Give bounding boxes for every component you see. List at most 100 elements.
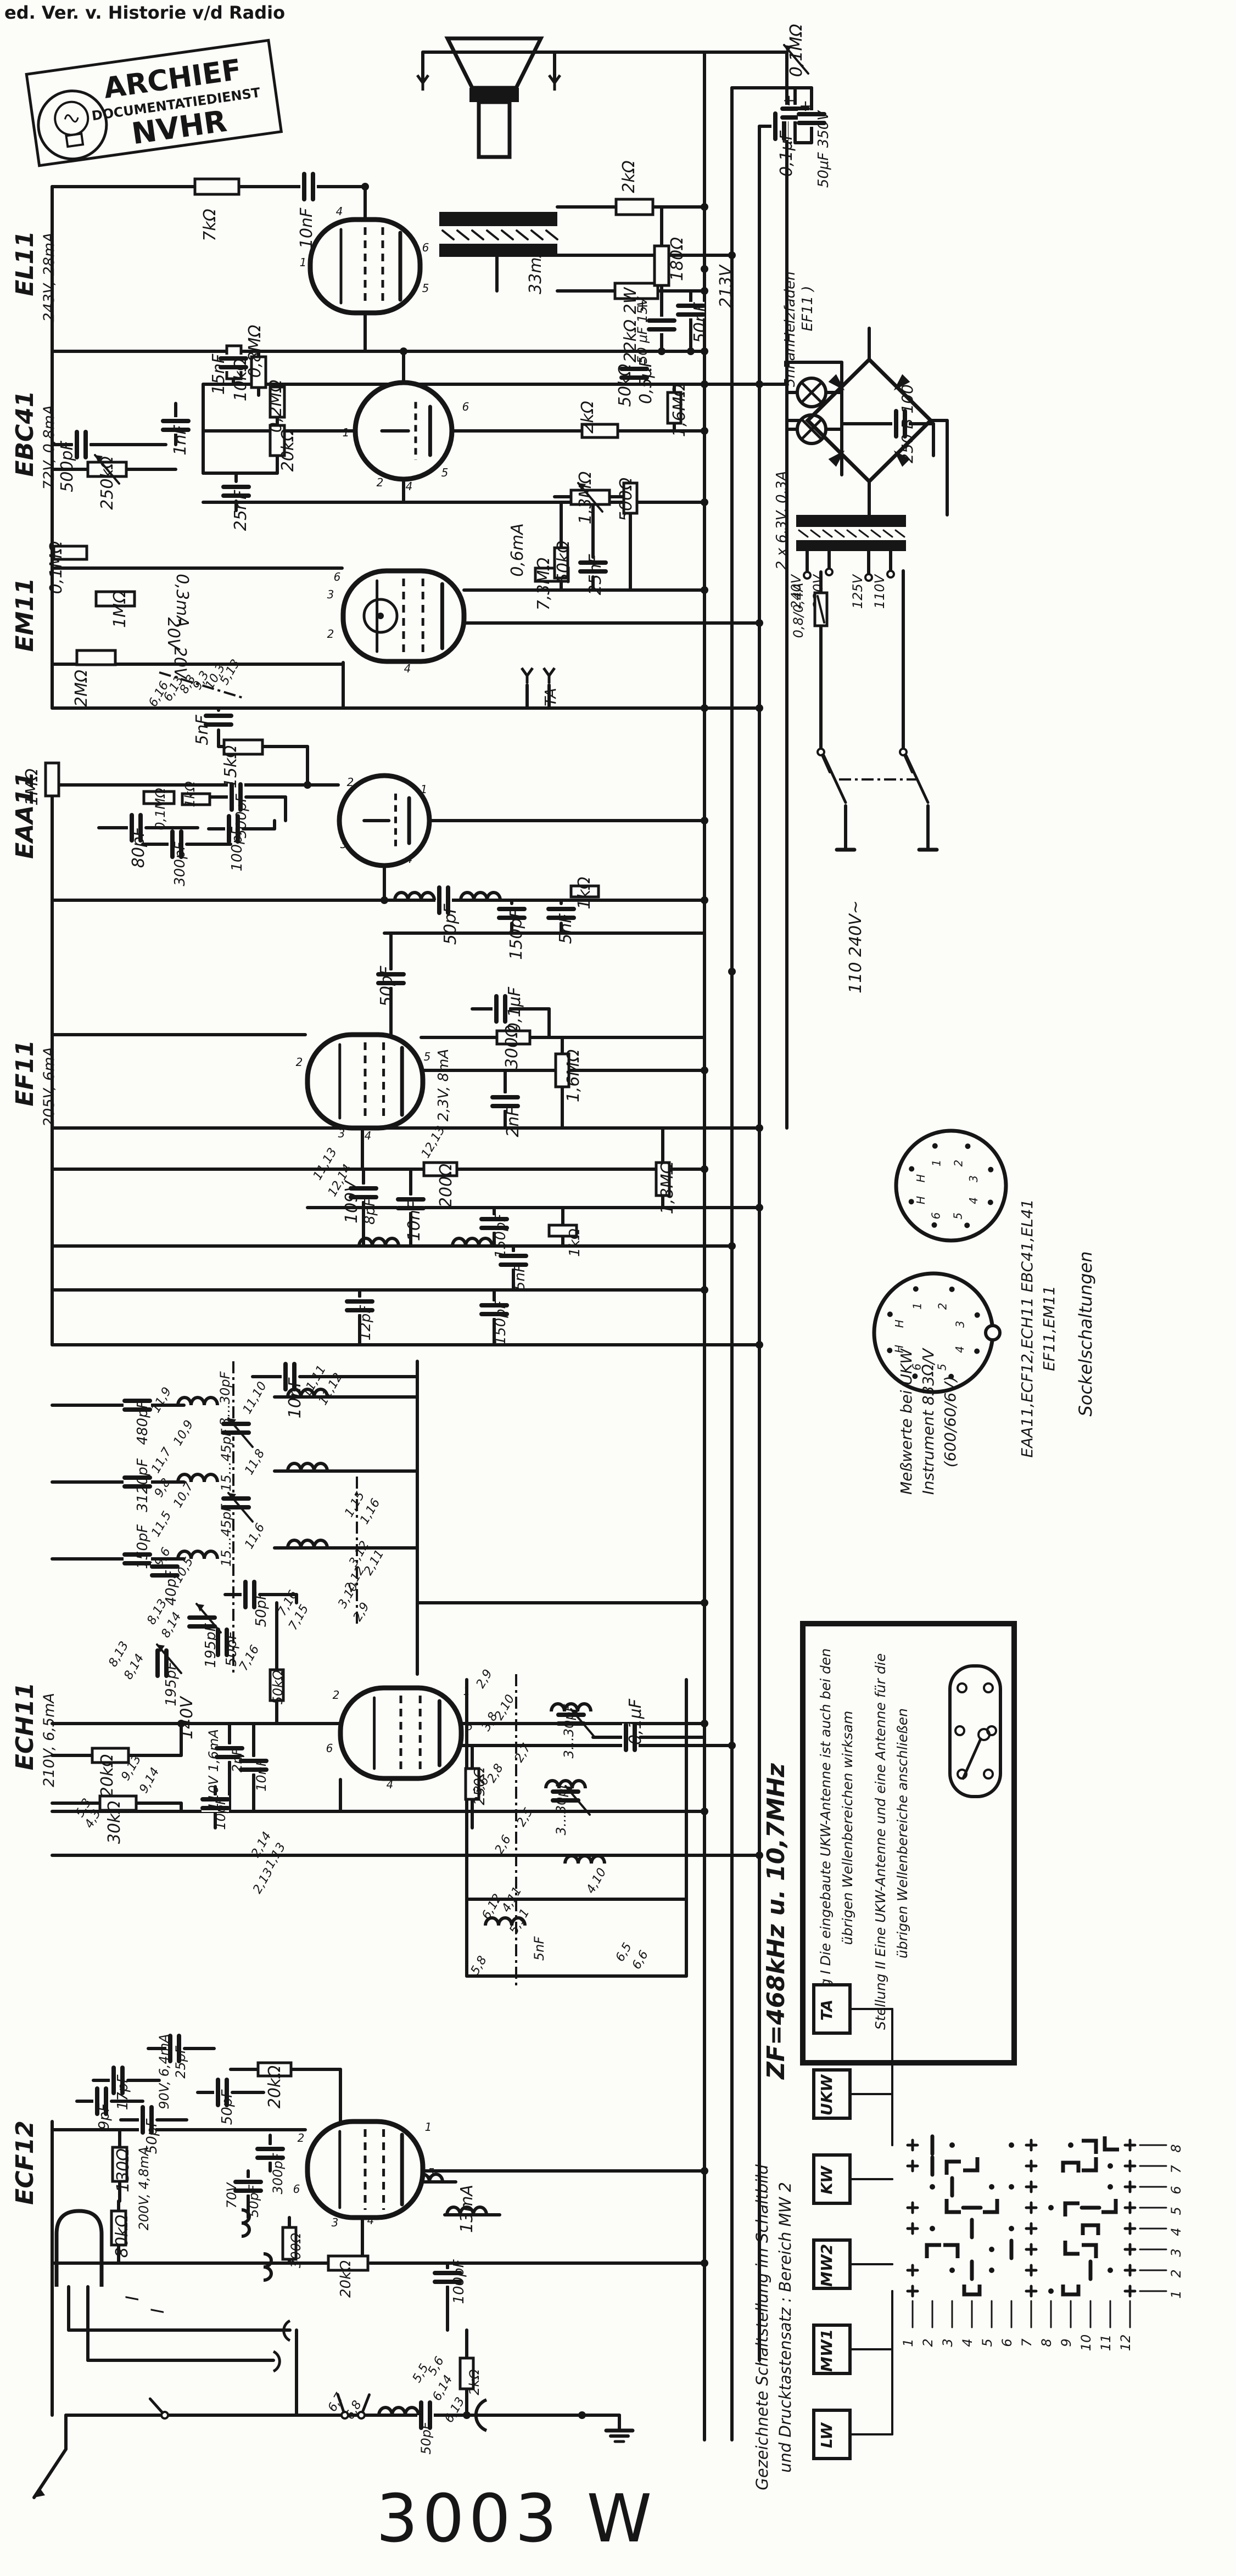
terminal-fork (520, 667, 534, 683)
diode (893, 374, 910, 391)
component-label: 2 (333, 1688, 340, 1702)
component-label: 4 (336, 205, 343, 218)
band-button-label: LW (818, 2422, 836, 2448)
component-label: 250Ω (472, 1767, 488, 1805)
switch-blade (904, 754, 930, 804)
component-label: 1nF (171, 425, 190, 456)
zf-label: ZF=468kHz u. 10,7MHz (762, 1763, 790, 2080)
tube-annotation: 205V, 6mA (41, 1047, 58, 1127)
resistor (666, 391, 683, 425)
component-label: 20kΩ (338, 2260, 354, 2298)
power-transformer (870, 529, 881, 538)
table-dot (1108, 2184, 1113, 2190)
component-label: 5nF (512, 1264, 528, 1290)
resistor (110, 2209, 127, 2247)
messwerte-note: (600/60/6V) (941, 1376, 959, 1468)
table-path (944, 2199, 961, 2214)
resistor (250, 355, 267, 389)
component-label: 5 (428, 2166, 435, 2179)
component-label: 8pF (362, 1198, 378, 1225)
table-row-label: 8 (1168, 2144, 1184, 2152)
component-label: 20kΩ (278, 429, 298, 472)
socket-pin (948, 1373, 954, 1379)
component-label: 2nF (504, 1107, 523, 1137)
power-transformer (796, 515, 906, 527)
component-label: 25pF (173, 2045, 188, 2079)
component-label: 150pF (493, 1213, 509, 1258)
voltage-tap (825, 568, 834, 576)
component-label: 50nF (691, 302, 710, 343)
messwerte-note: Meßwerte bei UKW (897, 1348, 915, 1495)
speaker-icon (477, 100, 512, 159)
component-label: 0,1μF (777, 130, 796, 177)
magic-eye-target (377, 613, 384, 619)
component-label: 2 (347, 776, 354, 789)
tap-label: 110V (872, 574, 887, 609)
trimmer-arrowhead (228, 1418, 236, 1426)
table-dot (1048, 2288, 1054, 2294)
junction-dot (463, 2411, 471, 2419)
tube-annotation: 210V, 6,5mA (41, 1693, 58, 1787)
table-row-label: 1 (1168, 2290, 1184, 2298)
component-label: 500Ω (617, 478, 636, 521)
tube-name-ecf12: ECF12 (11, 2120, 39, 2205)
tube-socket-diagram (894, 1129, 1008, 1243)
socket-pin (932, 1143, 938, 1149)
table-path (1101, 2199, 1118, 2214)
table-dot (930, 2184, 935, 2190)
component-label: 2MΩ (72, 670, 91, 707)
junction-dot (701, 896, 708, 904)
junction-dot (701, 2167, 708, 2175)
component-label: 50pF (377, 966, 396, 1007)
table-col-label: 7 (1019, 2338, 1034, 2347)
junction-dot (701, 1599, 708, 1607)
socket-pin (908, 1199, 914, 1205)
table-path (1082, 2139, 1098, 2154)
component-label: 3 (332, 2216, 339, 2229)
resistor (464, 1767, 480, 1801)
junction-dot (658, 347, 665, 355)
component-label: 195pF (163, 1661, 180, 1706)
component-label: 1MΩ (110, 591, 130, 628)
terminal-fork (416, 74, 430, 91)
table-dot (949, 2142, 955, 2148)
component-label: 5nF (532, 1936, 547, 1961)
power-transformer (858, 529, 869, 538)
resistor (52, 545, 88, 561)
component-label: 15kΩ (221, 745, 241, 789)
component-label: 6 (326, 1742, 333, 1755)
junction-dot (701, 347, 708, 355)
table-row-label: 6 (1168, 2186, 1184, 2194)
component-label: 0,1μF (505, 986, 524, 1033)
plate-hole (954, 1725, 965, 1736)
table-dot (949, 2268, 955, 2273)
socket-pin (909, 1166, 915, 1172)
component-label: 80pF (129, 827, 148, 868)
band-button-label: KW (818, 2165, 836, 2195)
resistor (222, 738, 264, 756)
component-label: 300Ω (288, 2232, 304, 2268)
socket-pin-label: H (914, 1174, 927, 1182)
table-dot (1068, 2142, 1073, 2148)
component-label: 10nF (254, 1758, 269, 1792)
resistor (142, 790, 176, 805)
tap-label: 240V (788, 574, 804, 609)
component-label: 180Ω (668, 237, 687, 281)
model-title: 3003 W (376, 2481, 656, 2557)
junction-dot (756, 1204, 763, 1211)
band-button-label: UKW (818, 2074, 836, 2116)
table-dot (930, 2226, 935, 2231)
component-label: 50 μF 15V (635, 296, 650, 364)
tube-annotation: 72V, 0,8mA (41, 405, 58, 490)
table-dot (1009, 2184, 1014, 2190)
socket-pin-label: 1 (911, 1303, 924, 1310)
junction-dot (701, 265, 708, 273)
output-transformer (545, 229, 558, 240)
junction-dot (701, 203, 708, 211)
coil (377, 2406, 420, 2416)
component-label: 5nF (556, 913, 575, 944)
component-label: + (799, 97, 812, 115)
junction-dot (756, 1851, 763, 1859)
socket-pin (987, 1199, 993, 1205)
component-label: 213V (717, 264, 736, 308)
